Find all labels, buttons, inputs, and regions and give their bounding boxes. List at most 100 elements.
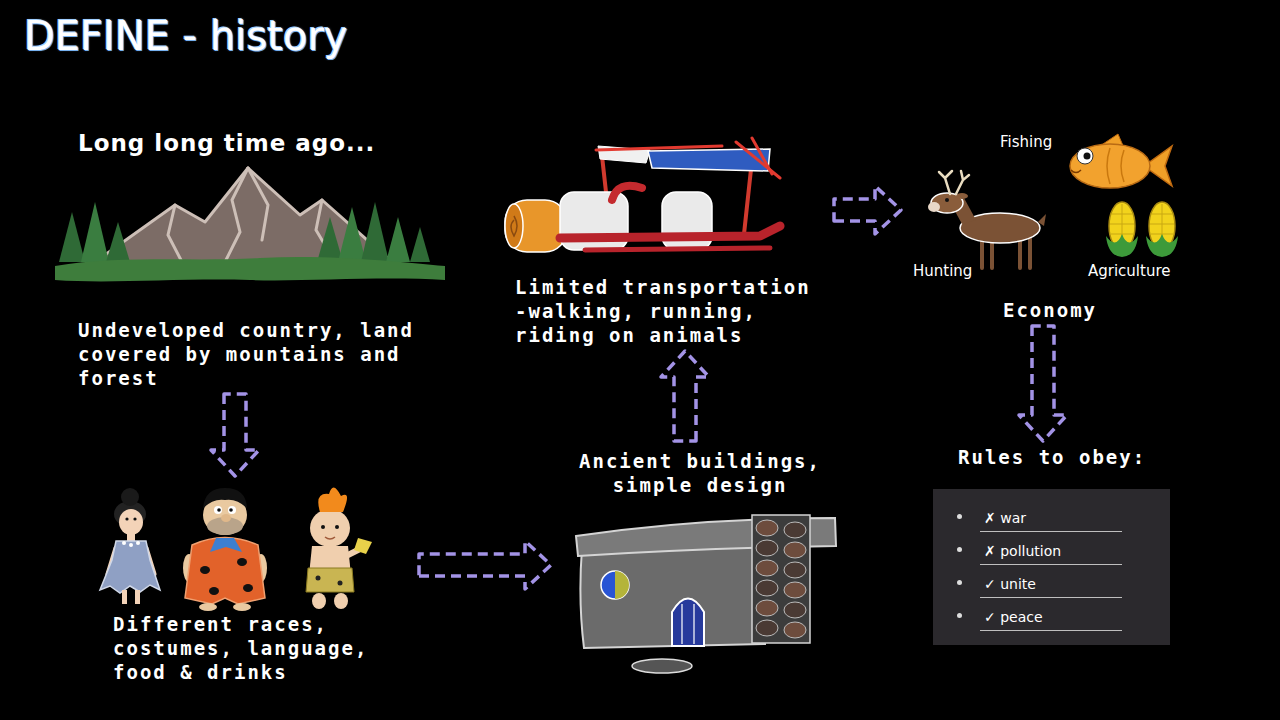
foot [233,603,251,611]
car-illustration [505,138,780,252]
bullet-dot [957,580,962,585]
eye [214,506,222,514]
picture-space [55,158,455,318]
caption-area: Ancient buildings, simple design [555,445,845,497]
caption-area: Different races, costumes, language, foo… [95,612,415,684]
heading-area: Long long time ago... [55,128,455,158]
hair-bun [121,488,139,506]
fish-eye [1077,148,1093,164]
held-object [354,538,372,554]
tree [81,202,109,262]
outfit-spot [338,581,343,586]
picture-label: Agriculture [1088,262,1171,280]
corn-husk [1146,234,1178,257]
tree [361,202,389,262]
tree [59,212,85,262]
rule-row: ✓ unite [980,565,1122,598]
fish-body [1070,144,1150,188]
block-arrow [834,186,901,234]
pupil [217,508,221,512]
rule-item: ✗ pollution [980,541,1122,561]
label-area: Agriculture [1088,262,1171,280]
block-arrow [419,541,551,589]
leg [135,590,140,604]
face [119,509,143,535]
stone [756,540,778,556]
stone [784,602,806,618]
picture-space [95,480,415,612]
corn-husk [1106,234,1138,257]
fish-illustration [1070,134,1172,188]
section-heading: Long long time ago... [78,128,455,158]
rule-item: ✓ unite [980,574,1122,594]
stone-column [752,515,810,643]
caption-text: Different races, costumes, language, foo… [113,612,415,684]
leg [312,593,326,609]
section-heading: Rules to obey: [958,445,1170,469]
rule-item: ✓ peace [980,607,1122,627]
shirt-spot [200,566,210,574]
mountain-ridge [168,205,182,262]
shirt-spot [237,558,247,566]
picture-group: Different races, costumes, language, foo… [95,480,415,684]
fish-mouth [1071,170,1081,173]
stone [784,562,806,578]
car-frame [585,248,770,250]
hair [318,487,347,512]
caption-text: Ancient buildings, simple design [555,449,845,497]
round-window-half [615,571,629,599]
tree [386,217,410,262]
mountain-ridge [248,168,268,240]
rule-row: ✗ pollution [980,532,1122,565]
tree [106,222,130,262]
corn-illustration [1106,202,1178,257]
house-body [580,545,768,648]
rule-item: ✗ war [980,508,1122,528]
tree [338,207,366,262]
door-plank [682,604,694,644]
stone [756,620,778,636]
label-area: Hunting [913,262,972,280]
leg [122,590,127,604]
arched-door [672,599,704,647]
eye [228,506,236,514]
canopy-stick [752,138,772,174]
stone [784,622,806,638]
picture-space [555,497,845,677]
caption-area: Economy [905,298,1195,322]
canopy-blue [648,149,770,171]
caption-text: Undeveloped country, land covered by mou… [78,318,455,390]
necklace-bead [122,541,126,545]
bullet-dot [957,613,962,618]
slide-title: DEFINE - history [24,10,348,62]
dress [100,541,160,593]
mouth [325,537,335,539]
picture-group: FishingHunting AgricultureEconomy [905,130,1195,322]
label-area: Fishing [1000,133,1052,151]
picture-group: Limited transportation -walking, running… [505,135,830,347]
shirt-spot [209,587,219,595]
pupil [229,508,233,512]
rules-panel: Rules to obey: ✗ war ✗ pollution ✓ unite ✓ p… [933,445,1170,645]
house-shadow [632,659,692,673]
fish-stripe [1107,148,1124,184]
deer-eye [945,198,949,202]
eye [125,517,128,520]
caption-text: Economy [905,298,1195,322]
caption-area: Undeveloped country, land covered by mou… [55,318,455,390]
block-arrow [211,394,259,476]
outfit-spot [316,576,321,581]
canopy-post [602,156,606,192]
stone [756,520,778,536]
eye [133,517,136,520]
picture-space [505,135,830,275]
rules-box: ✗ war ✗ pollution ✓ unite ✓ peace [933,489,1170,645]
picture-label: Fishing [1000,133,1052,151]
car-frame [560,226,780,238]
rule-row: ✗ war [980,499,1122,532]
mountain-illustration [55,168,445,281]
nose [221,514,231,522]
deer-illustration [928,171,1046,268]
picture-label: Hunting [913,262,972,280]
